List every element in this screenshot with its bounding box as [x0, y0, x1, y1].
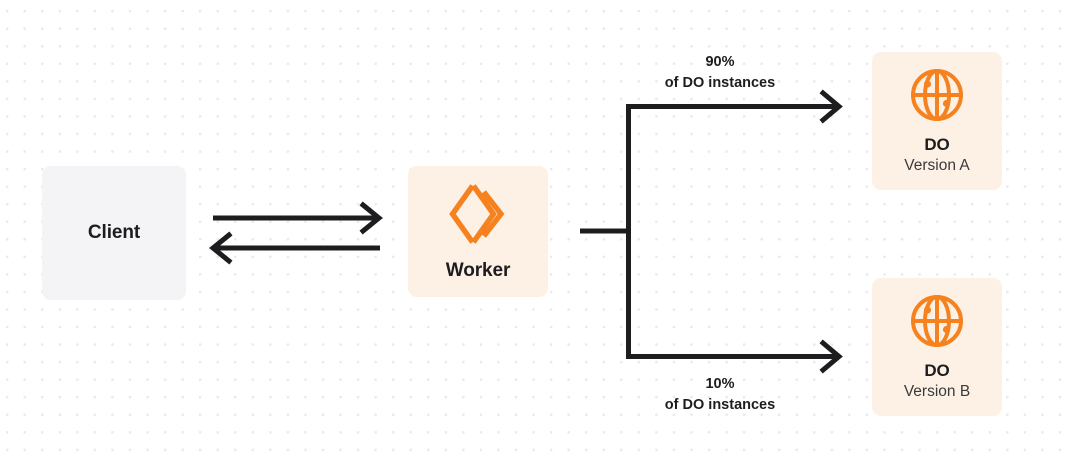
node-do-b-label: DO	[924, 360, 950, 380]
node-client: Client	[42, 166, 186, 300]
arrow-to-do-a-head	[819, 89, 843, 124]
edge-label-top-caption: of DO instances	[664, 75, 776, 92]
node-do-version-a: DO Version A	[872, 52, 1002, 190]
arrow-worker-to-client-head	[209, 231, 233, 265]
arrow-to-do-b-head	[819, 339, 843, 374]
globe-icon	[909, 67, 965, 123]
node-worker: Worker	[408, 166, 548, 297]
node-do-a-sublabel: Version A	[904, 157, 970, 174]
edge-label-top-percent: 90%	[705, 54, 735, 70]
node-client-label: Client	[87, 222, 141, 244]
node-worker-label: Worker	[445, 259, 511, 281]
node-do-a-label: DO	[924, 134, 950, 154]
edge-label-bottom-percent: 10%	[705, 376, 735, 392]
arrow-client-to-worker-head	[359, 201, 383, 235]
node-do-b-sublabel: Version B	[903, 383, 971, 400]
cloudflare-workers-logo-icon	[446, 182, 510, 246]
edge-label-bottom: 10% of DO instances	[612, 374, 828, 417]
edge-label-bottom-caption: of DO instances	[664, 397, 776, 414]
edge-label-top: 90% of DO instances	[612, 52, 828, 95]
globe-icon	[909, 293, 965, 349]
node-do-version-b: DO Version B	[872, 278, 1002, 416]
